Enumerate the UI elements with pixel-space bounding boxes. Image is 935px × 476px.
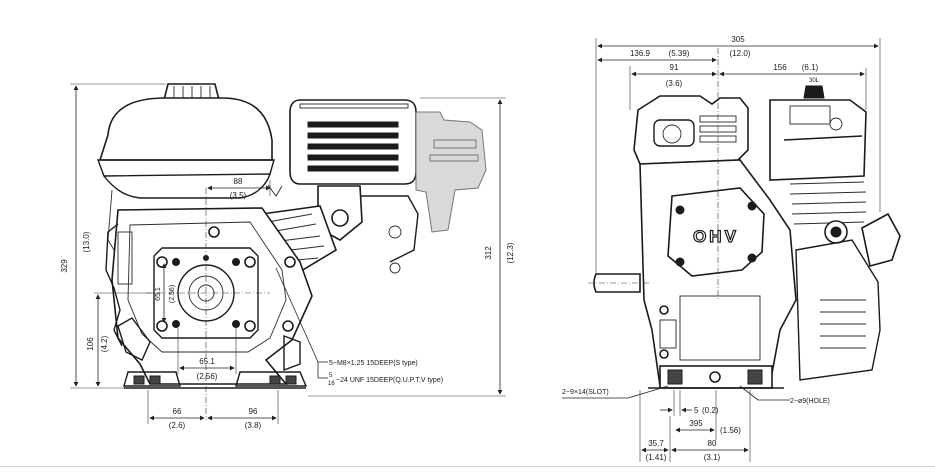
dim-front-height: 329 (13.0)	[60, 83, 166, 389]
side-view: OHV	[562, 35, 901, 462]
d5-mm: 5	[694, 406, 699, 415]
bottom-divider	[0, 466, 935, 467]
overall-width-in: (12.0)	[730, 49, 751, 58]
front-height-in: (13.0)	[82, 231, 91, 252]
dim-side-w2: 91 (3.6)	[629, 63, 717, 110]
side-engine-illustration: OHV	[588, 48, 901, 389]
d395-in: (1.56)	[720, 426, 741, 435]
base-right-in: (3.8)	[245, 421, 262, 430]
w1-in: (5.39)	[669, 49, 690, 58]
bolt-vert-in: (2.56)	[169, 285, 176, 303]
dim-front-bolt-vert: 65.1 (2.56)	[155, 263, 176, 323]
dim-front-bolt-horiz: 65.1 (2.56)	[177, 328, 237, 381]
dim-front-right-height: 312 (12.3)	[308, 97, 515, 397]
dim-side-d395: 395 (1.56)	[675, 390, 741, 440]
top-offset-in: (3.5)	[230, 191, 247, 200]
valve-cover-text: OHV	[693, 227, 739, 246]
hole-note: 2−ø9(HOLE)	[790, 398, 830, 405]
bolt-vert-mm: 65.1	[155, 287, 162, 301]
right-height-mm: 312	[484, 246, 493, 260]
base-left-mm: 66	[173, 407, 182, 416]
top-offset-mm: 88	[234, 177, 243, 186]
bolt-height-mm: 106	[86, 337, 95, 351]
bolt-horiz-mm: 65.1	[199, 357, 215, 366]
bolt-horiz-in: (2.56)	[197, 372, 218, 381]
w3-in: (6.1)	[802, 63, 819, 72]
dim-side-w1: 136.9 (5.39)	[597, 49, 717, 63]
front-thread-notes: 5−M8×1.25 15DEEP(S type) 5 16 −24 UNF 15…	[275, 267, 443, 387]
note-unf: −24 UNF 15DEEP(Q.U.P.T.V type)	[336, 377, 443, 384]
slot-note: 2−9×14(SLOT)	[562, 389, 609, 396]
dim-side-d5: 5 (0.2)	[660, 390, 719, 416]
d80-mm: 80	[708, 439, 717, 448]
front-engine-illustration	[96, 83, 487, 420]
base-left-in: (2.6)	[169, 421, 186, 430]
d5-in: (0.2)	[702, 406, 719, 415]
side-base-notes: 2−9×14(SLOT) 2−ø9(HOLE)	[562, 385, 830, 405]
front-view: 329 (13.0) 106 (4.2) 88 (3.5) 65.1 (2.56…	[60, 83, 515, 430]
dim-side-bottom: 35.7 (1.41) 80 (3.1)	[639, 390, 751, 462]
w3-mm: 156	[773, 63, 787, 72]
w2-in: (3.6)	[666, 79, 683, 88]
dim-front-top-offset: 88 (3.5)	[207, 177, 271, 200]
note-unf-den: 16	[328, 381, 335, 387]
w2-mm: 91	[670, 63, 679, 72]
d80-in: (3.1)	[704, 453, 721, 462]
top-label: 30L	[809, 78, 820, 84]
front-height-mm: 329	[60, 259, 69, 273]
dim-side-overall: 305 (12.0)	[595, 35, 881, 276]
bolt-height-in: (4.2)	[100, 335, 109, 352]
dim-front-bolt-height: 106 (4.2)	[86, 292, 160, 387]
overall-width-mm: 305	[731, 35, 745, 44]
d395-mm: 395	[689, 419, 703, 428]
w1-mm: 136.9	[630, 49, 651, 58]
base-right-mm: 96	[249, 407, 258, 416]
dim-side-w3: 156 (6.1) 30L	[719, 63, 867, 110]
note-metric: 5−M8×1.25 15DEEP(S type)	[329, 360, 418, 367]
right-height-in: (12.3)	[506, 242, 515, 263]
d357-mm: 35.7	[648, 439, 664, 448]
d357-in: (1.41)	[646, 453, 667, 462]
dim-front-base: 66 (2.6) 96 (3.8)	[147, 390, 279, 430]
note-unf-num: 5	[329, 373, 333, 379]
